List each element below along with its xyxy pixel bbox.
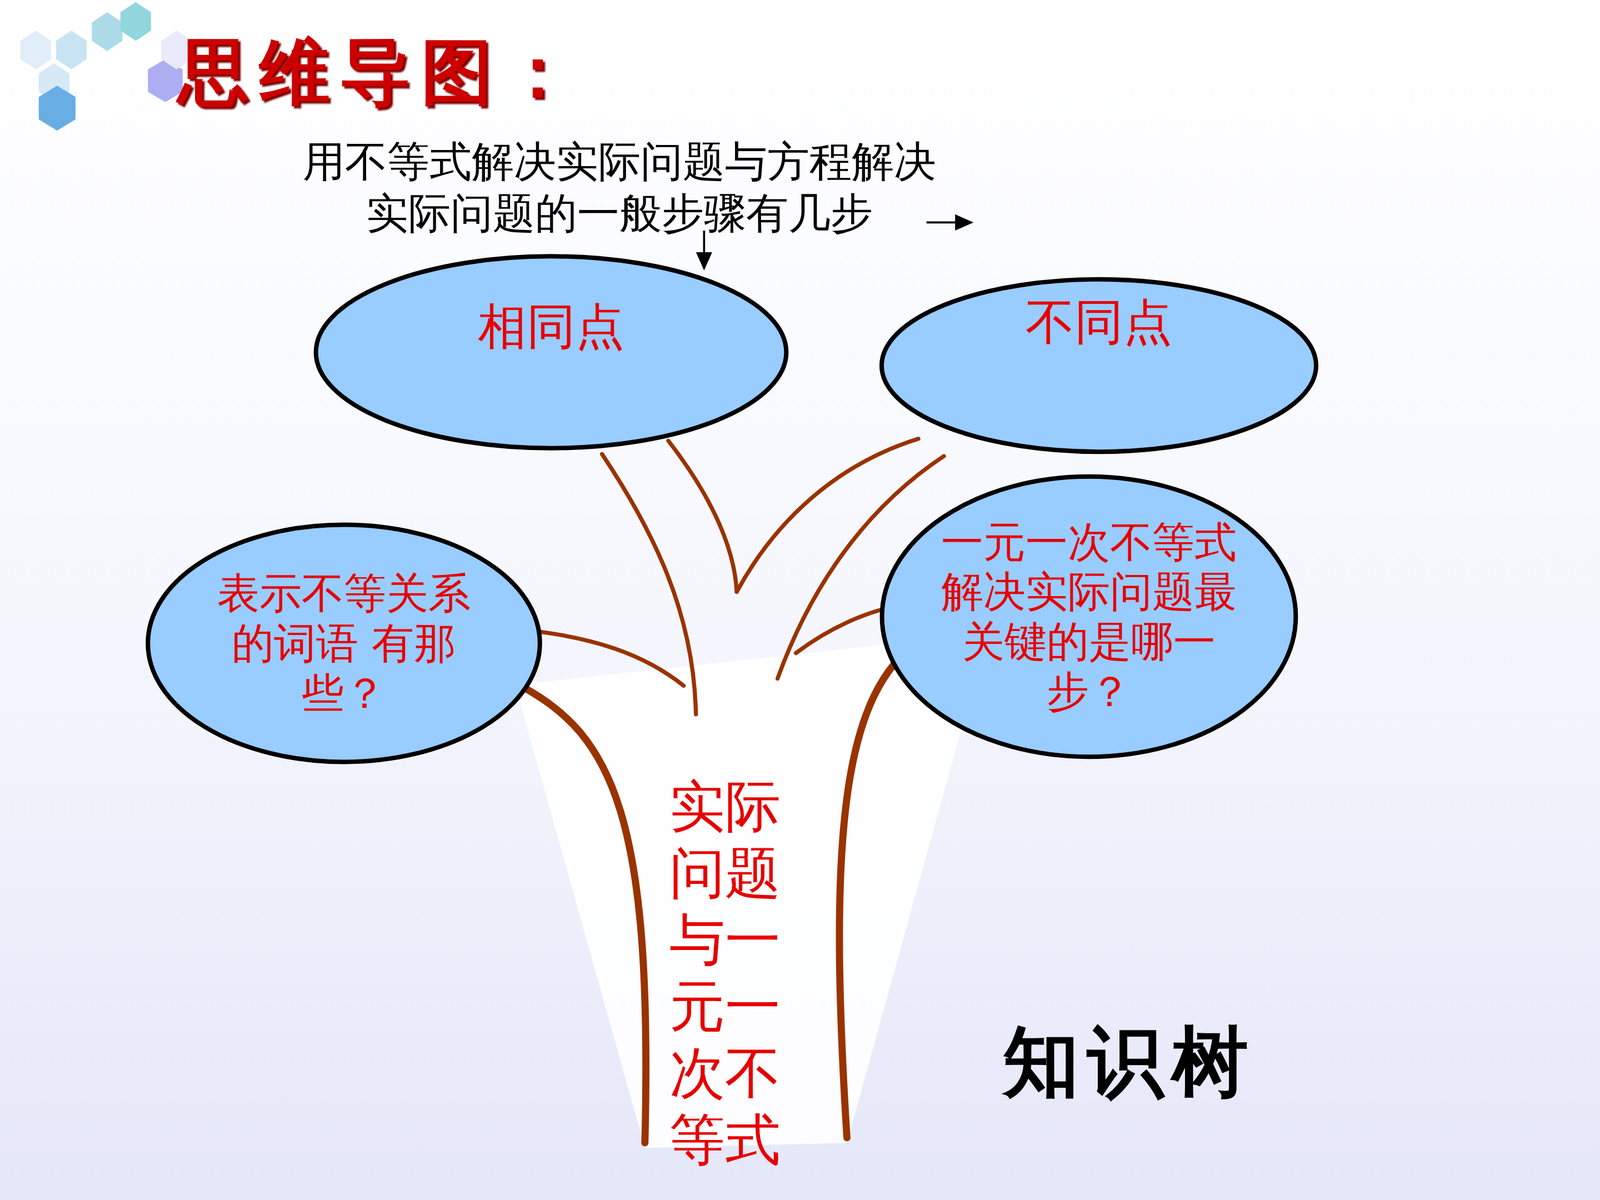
node-text: 表示不等关系的词语 有那些？ xyxy=(210,568,478,718)
keyword-ellipse: 表示不等关系的词语 有那些？ xyxy=(143,521,544,766)
difference-ellipse: 不同点 xyxy=(877,276,1321,455)
trunk-text: 实际问题与一元一次不等式 xyxy=(669,773,792,1174)
hex-decoration xyxy=(20,2,193,131)
question-text: 用不等式解决实际问题与方程解决实际问题的一般步骤有几步 xyxy=(302,136,937,239)
key-step-ellipse: 一元一次不等式解决实际问题最关键的是哪一步？ xyxy=(877,472,1300,762)
same-points-ellipse: 相同点 xyxy=(311,253,792,452)
node-text: 相同点 xyxy=(412,297,690,356)
node-text: 不同点 xyxy=(960,293,1238,352)
tree-caption: 知识树 xyxy=(1002,1011,1257,1115)
node-text: 一元一次不等式解决实际问题最关键的是哪一步？ xyxy=(937,517,1241,717)
slide-title: 思维导图： xyxy=(177,25,584,122)
